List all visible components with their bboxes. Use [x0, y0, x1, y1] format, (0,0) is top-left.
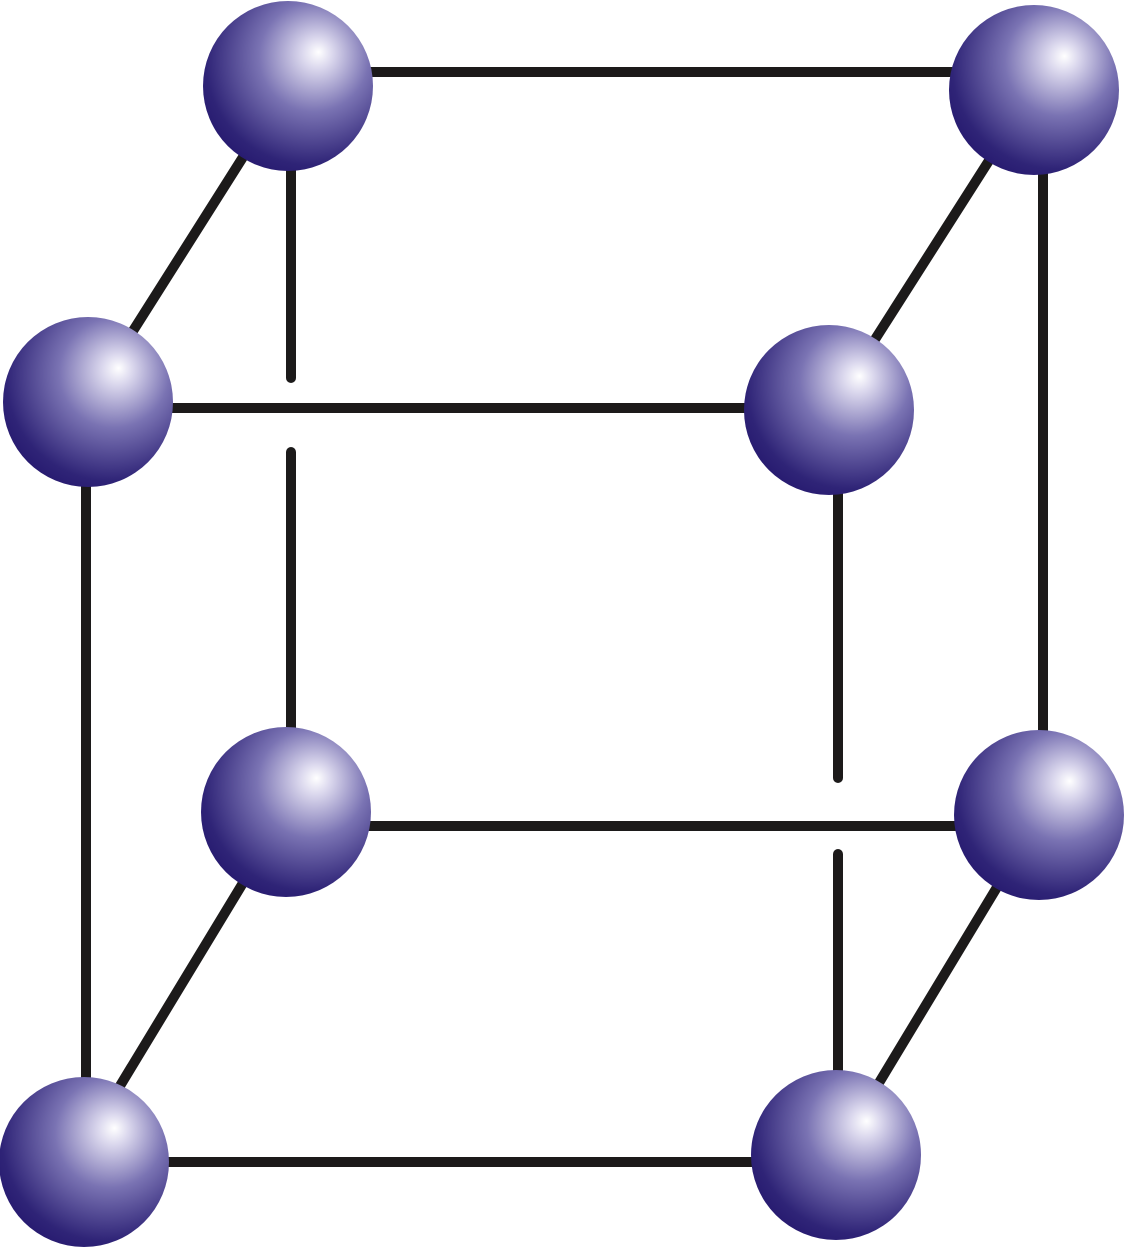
atom-back-bottom-right — [954, 730, 1124, 900]
atom-front-bottom-right — [751, 1070, 921, 1240]
cell-edges — [81, 67, 1048, 1167]
atom-front-top-left — [3, 317, 173, 487]
atom-back-top-left — [203, 1, 373, 171]
atom-front-bottom-left — [0, 1077, 169, 1247]
atom-back-top-right — [949, 5, 1119, 175]
atom-back-bottom-left — [201, 727, 371, 897]
atom-front-top-right — [744, 325, 914, 495]
